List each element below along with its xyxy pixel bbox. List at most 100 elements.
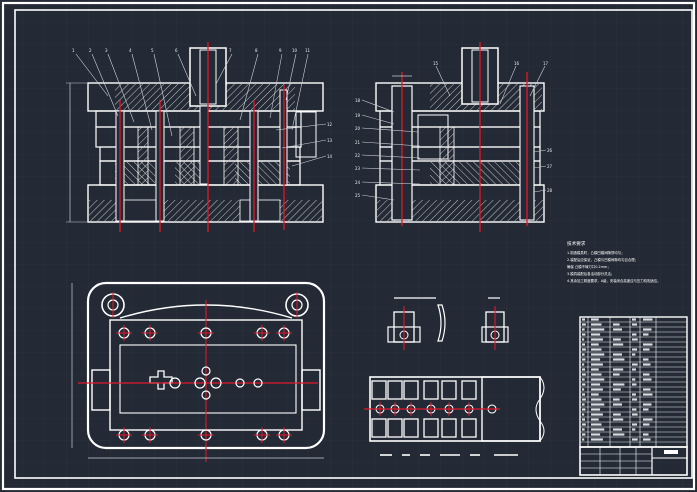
parts-list-cell-mark — [591, 438, 603, 441]
parts-list-cell-mark — [591, 343, 599, 346]
parts-list-cell-mark — [591, 358, 601, 361]
front-leader-1: 1 — [72, 48, 75, 53]
parts-list-cell-mark — [613, 343, 624, 346]
parts-list-cell-mark — [591, 318, 599, 321]
front-leader-4: 4 — [129, 48, 132, 53]
parts-list-cell-mark — [632, 368, 636, 371]
parts-list-cell-mark — [591, 328, 605, 331]
parts-list-cell-mark — [582, 343, 585, 346]
parts-list-cell-mark — [582, 323, 586, 326]
parts-list-cell-mark — [582, 403, 585, 406]
side-lower-seat — [375, 184, 545, 223]
parts-list-cell-mark — [582, 438, 585, 441]
parts-list-cell-mark — [632, 323, 638, 326]
parts-list-cell-mark — [632, 363, 638, 366]
technical-notes-title: 技术要求 — [567, 240, 586, 247]
parts-list-cell-mark — [582, 348, 586, 351]
parts-list-cell-mark — [591, 373, 602, 376]
parts-list-cell-mark — [632, 383, 637, 386]
parts-list-cell-mark — [582, 388, 585, 391]
parts-list-cell-mark — [613, 338, 621, 341]
parts-list-cell-mark — [591, 323, 602, 326]
parts-list-cell-mark — [591, 333, 601, 336]
side-leader-18: 18 — [355, 98, 361, 103]
parts-list-cell-mark — [582, 418, 585, 421]
side-leader-20: 20 — [355, 126, 361, 131]
parts-list-cell-mark — [591, 378, 605, 381]
technical-note-2: 2.装配后应保证，凸模与凹模间隙均匀且合理； — [567, 257, 638, 262]
technical-notes: 技术要求 1.制造模具时，凸模凹模间隙须均匀； 2.装配后应保证，凸模与凹模间隙… — [567, 240, 661, 283]
strip-pieces — [371, 380, 477, 438]
side-leader-17: 17 — [543, 61, 549, 66]
parts-list-cell-mark — [613, 368, 624, 371]
side-view-leaders — [361, 65, 547, 201]
parts-list-cell-mark — [643, 418, 653, 421]
part-detail-a — [387, 297, 446, 350]
detail-a-strip-profile — [437, 304, 446, 342]
side-leader-labels: 15 16 17 18 19 20 21 22 23 24 25 26 27 2… — [355, 61, 553, 198]
parts-list-cell-mark — [613, 323, 620, 326]
parts-list-cell-mark — [582, 318, 585, 321]
parts-list-cell-mark — [643, 328, 652, 331]
side-leader-26: 26 — [547, 148, 553, 153]
parts-list-cell-mark — [643, 318, 653, 321]
parts-list-cell-mark — [632, 353, 636, 356]
parts-list-cell-mark — [582, 333, 586, 336]
parts-list-cell-mark — [643, 363, 651, 366]
front-leader-labels: 1 2 3 4 5 6 7 8 9 10 11 12 13 14 — [72, 48, 333, 159]
front-leader-2: 2 — [89, 48, 92, 53]
parts-list-cell-mark — [643, 438, 651, 441]
front-leader-9: 9 — [279, 48, 282, 53]
parts-list-cell-mark — [632, 378, 636, 381]
parts-list-cell-mark — [591, 353, 605, 356]
parts-list-cell-mark — [591, 408, 601, 411]
parts-list-cell-mark — [632, 438, 638, 441]
parts-list-cell-mark — [632, 408, 637, 411]
parts-list-cell-mark — [613, 388, 621, 391]
parts-list-cell-mark — [591, 368, 599, 371]
parts-list-cell-mark — [643, 358, 649, 361]
title-block-name-cell — [664, 450, 678, 454]
side-leader-28: 28 — [547, 188, 553, 193]
front-die-hatch-r — [235, 162, 290, 184]
parts-list-cell-mark — [613, 383, 625, 386]
title-block — [579, 446, 688, 476]
technical-note-5: 4.其余加工精度要求，A级，安装闭合高度应与压力机相适应。 — [567, 278, 661, 283]
front-leader-11: 11 — [305, 48, 311, 53]
front-leader-10: 10 — [292, 48, 298, 53]
front-leader-7: 7 — [229, 48, 232, 53]
technical-note-1: 1.制造模具时，凸模凹模间隙须均匀； — [567, 250, 624, 255]
parts-list-cell-mark — [582, 398, 586, 401]
parts-list-cell-mark — [591, 418, 599, 421]
parts-list-cell-mark — [582, 373, 586, 376]
front-leader-13: 13 — [327, 138, 333, 143]
side-leader-23: 23 — [355, 166, 361, 171]
side-leader-27: 27 — [547, 164, 553, 169]
parts-list-cell-mark — [591, 403, 605, 406]
front-lower-die-seat — [87, 184, 324, 223]
parts-list-cell-mark — [643, 343, 653, 346]
parts-list-cell-mark — [582, 378, 585, 381]
front-leader-3: 3 — [105, 48, 108, 53]
parts-list-cell-mark — [591, 388, 603, 391]
parts-list-cell-mark — [643, 423, 650, 426]
parts-list-rows — [580, 318, 687, 443]
side-punch — [439, 126, 455, 186]
front-leader-14: 14 — [327, 154, 333, 159]
strip-layout — [364, 376, 545, 456]
parts-list-cell-mark — [632, 318, 636, 321]
parts-list-cell-mark — [632, 398, 638, 401]
front-side-block — [295, 111, 317, 158]
parts-list-cell-mark — [582, 368, 585, 371]
parts-list-cell-mark — [613, 358, 625, 361]
front-lower-clear-2 — [239, 199, 281, 222]
side-leader-19: 19 — [355, 113, 361, 118]
plan-hole-centermarks — [112, 292, 298, 443]
parts-list-cell-mark — [582, 338, 585, 341]
parts-list-cell-mark — [613, 433, 625, 436]
parts-list-cell-mark — [582, 423, 586, 426]
parts-list-cell-mark — [632, 413, 638, 416]
